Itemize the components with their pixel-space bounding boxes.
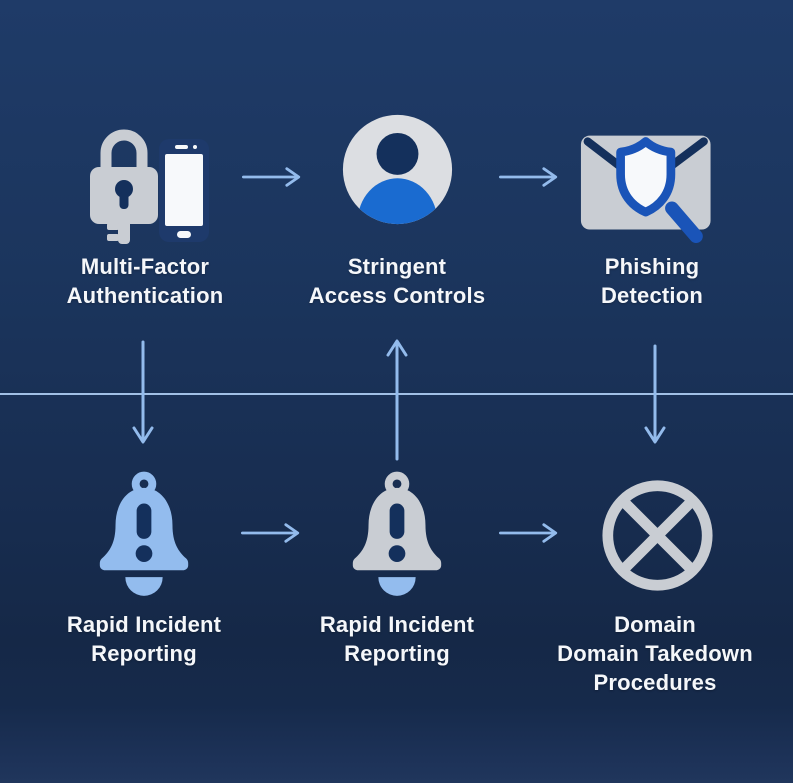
arrow-right-icon	[242, 167, 301, 187]
arrow-right-icon	[499, 523, 558, 543]
label-rapid-incident-reporting-2: Rapid Incident Reporting	[319, 612, 475, 667]
phishing-mail-shield-magnifier-icon	[580, 135, 711, 244]
user-avatar-icon	[342, 114, 453, 225]
arrow-down-icon	[644, 344, 666, 444]
arrow-down-icon	[132, 340, 154, 444]
arrow-up-icon	[386, 339, 408, 461]
alert-bell-blue-icon	[99, 471, 189, 596]
label-rapid-incident-reporting-1: Rapid Incident Reporting	[66, 612, 222, 667]
arrow-right-icon	[499, 167, 558, 187]
label-domain-takedown-procedures: Domain Domain Takedown Procedures	[557, 612, 753, 696]
alert-bell-gray-icon	[352, 471, 442, 596]
mfa-lock-phone-icon	[90, 129, 209, 244]
label-stringent-access-controls: Stringent Access Controls	[308, 254, 486, 309]
label-phishing-detection: Phishing Detection	[600, 254, 704, 309]
crossed-circle-icon	[602, 480, 713, 591]
label-multi-factor-authentication: Multi-Factor Authentication	[66, 254, 224, 309]
arrow-right-icon	[241, 523, 300, 543]
